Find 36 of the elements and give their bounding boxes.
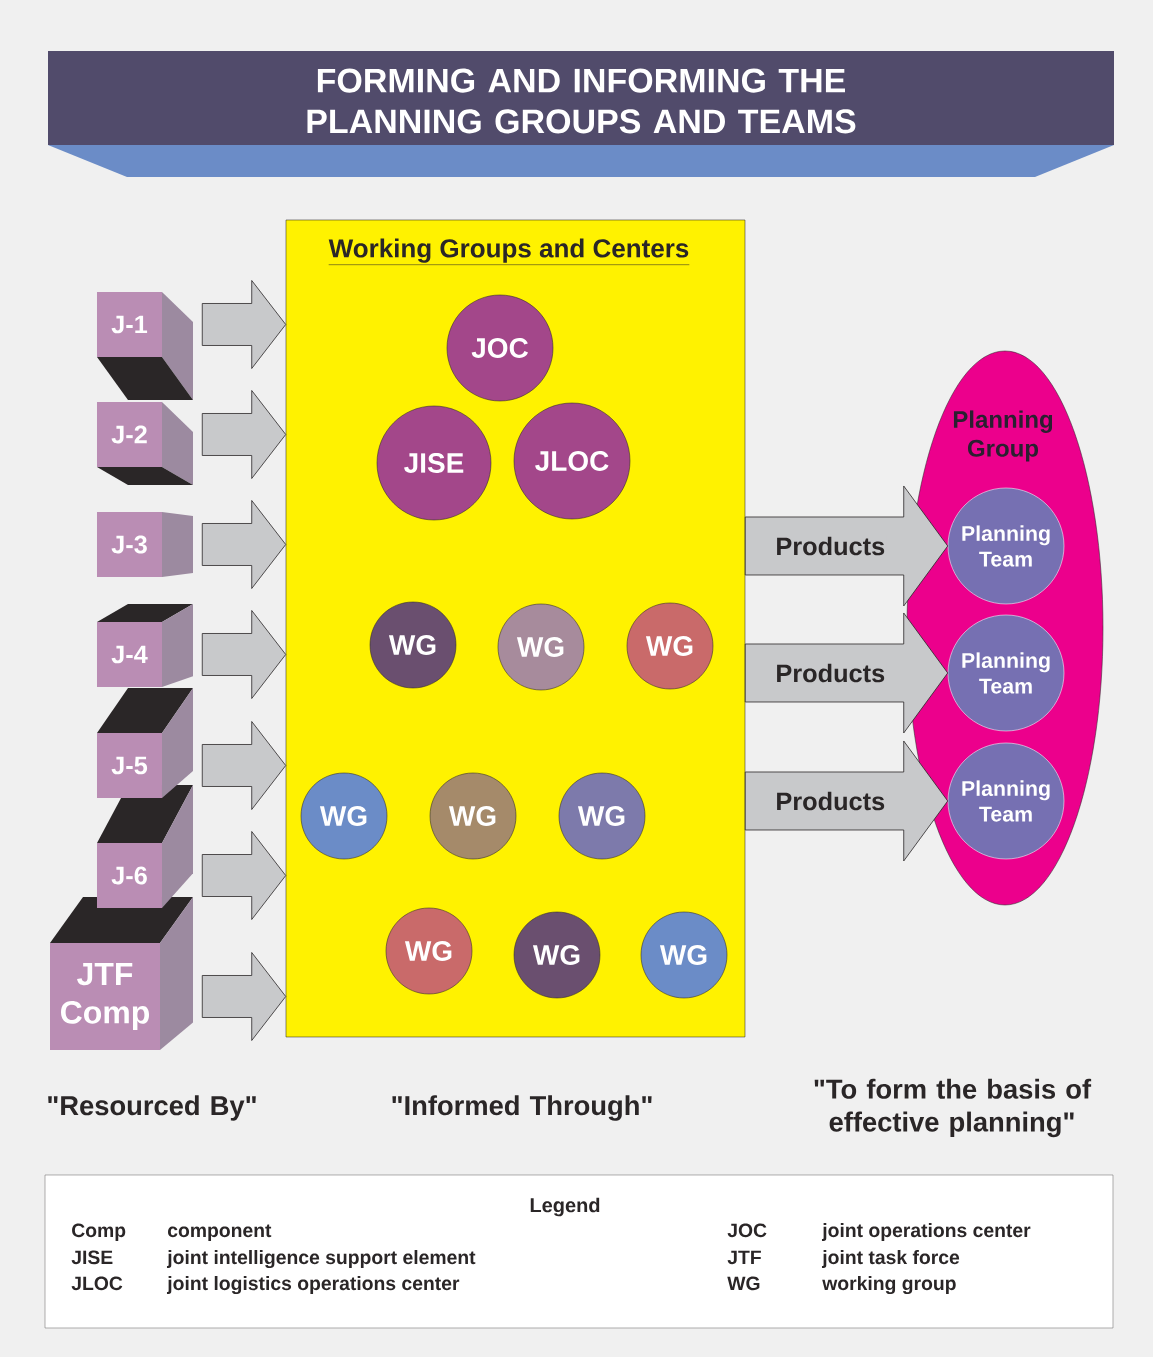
cube-block: J-2 [97, 402, 193, 485]
legend-abbreviation: JTF [727, 1250, 761, 1265]
block-arrow [201, 280, 287, 369]
edge-label: Products [777, 791, 885, 811]
edge-label: Products [777, 663, 885, 683]
legend-abbreviation: JOC [727, 1223, 767, 1238]
block-arrow [201, 500, 287, 589]
block-arrow [201, 610, 287, 699]
cube-block: J-4 [97, 604, 193, 687]
legend-definition: working group [822, 1276, 956, 1295]
title-banner: FORMING AND INFORMING THE PLANNING GROUPS AND TEAMS [48, 51, 1114, 177]
edge-label: Products [777, 536, 885, 556]
legend-definition: joint task force [821, 1250, 960, 1268]
cube-block: J-5 [97, 688, 193, 798]
legend-definition: component [168, 1224, 272, 1241]
cube-block: JTF Comp [50, 897, 193, 1050]
legend-definition: joint operations center [821, 1223, 1031, 1241]
legend-abbreviation: JLOC [71, 1276, 123, 1291]
node-label: J-6 [111, 866, 147, 885]
caption-text: "To form the basis of effective planning" [814, 1078, 1092, 1138]
legend-abbreviation: JISE [71, 1250, 113, 1265]
block-arrow [201, 831, 287, 920]
legend-definition: joint logistics operations center [166, 1276, 460, 1295]
legend-heading: Legend [530, 1197, 600, 1217]
block-arrow [201, 721, 287, 810]
block-arrow [201, 952, 287, 1041]
cube-block: J-6 [97, 785, 193, 908]
block-arrow [201, 390, 287, 479]
cube-block: J-3 [97, 512, 193, 577]
legend-abbreviation: WG [727, 1276, 760, 1291]
legend-abbreviation: Comp [72, 1223, 126, 1241]
legend-definition: joint intelligence support element [166, 1250, 476, 1269]
caption-text: "Informed Through" [392, 1095, 652, 1121]
cube-block: J-1 [97, 292, 193, 400]
caption-text: "Resourced By" [48, 1095, 256, 1121]
node-label: J-5 [111, 756, 148, 775]
